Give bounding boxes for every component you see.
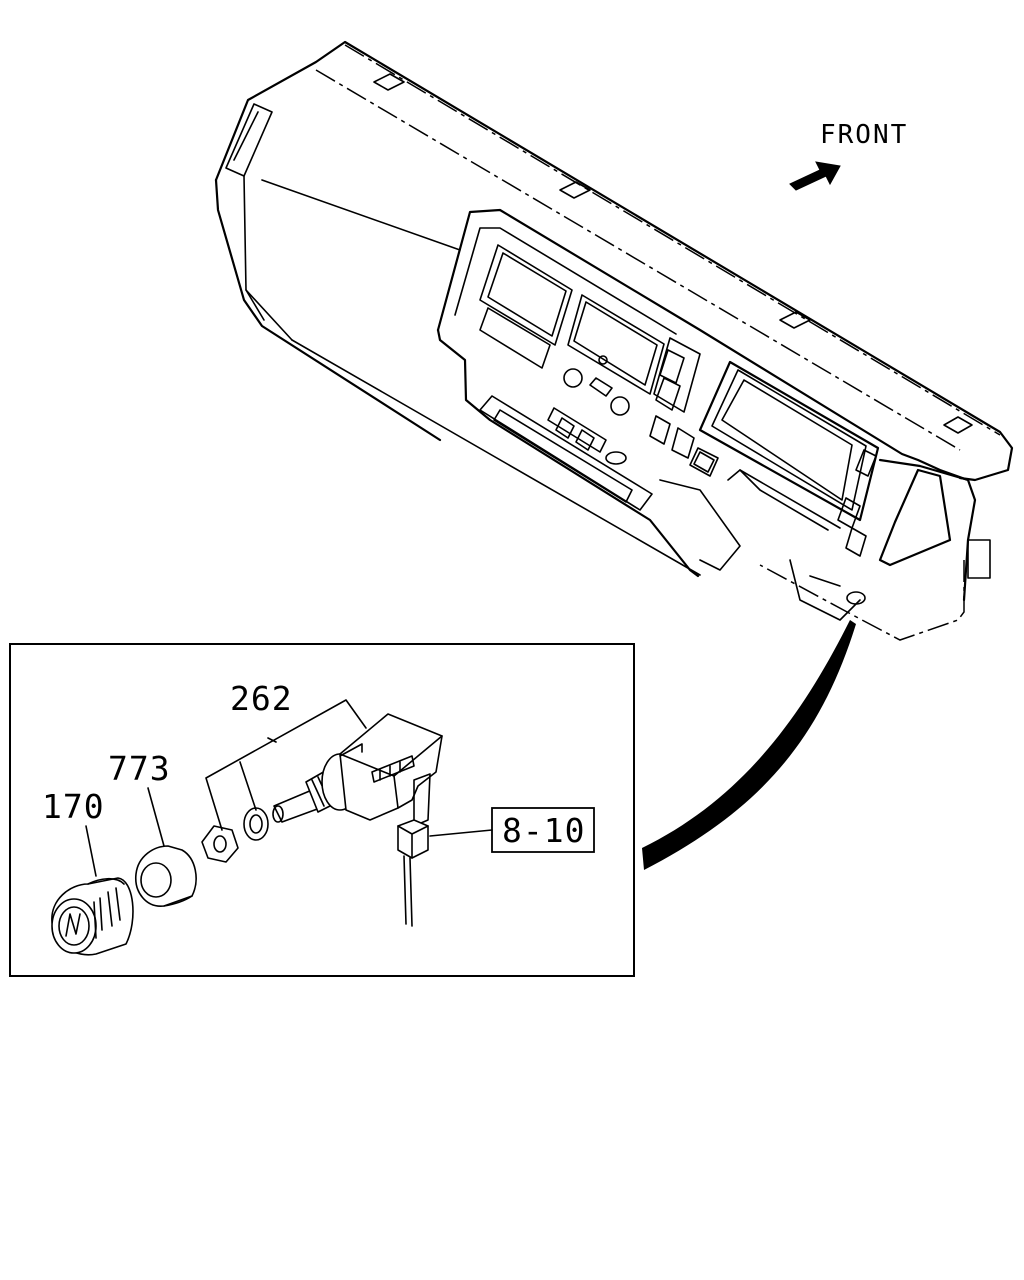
detail-leader-curve: [642, 620, 856, 870]
callout-170-label: 170: [42, 787, 105, 826]
callout-8-10-leader: [429, 829, 493, 837]
front-label: FRONT: [820, 120, 908, 150]
dashboard-assembly: [214, 40, 1014, 641]
callout-773-leader: [147, 787, 165, 847]
callout-262-label: 262: [230, 679, 293, 718]
front-arrow-icon: [789, 161, 841, 191]
callout-8-10-label: 8-10: [502, 811, 585, 850]
callout-262-leader: [205, 699, 367, 831]
front-direction-indicator: FRONT: [789, 120, 908, 191]
knob-part: [51, 877, 134, 956]
connector-part: [397, 819, 429, 927]
bezel-part: [135, 845, 197, 907]
callout-170-leader: [85, 825, 97, 877]
detail-frame: [9, 643, 635, 977]
switch-part: [201, 713, 443, 863]
callout-773-label: 773: [108, 749, 171, 788]
